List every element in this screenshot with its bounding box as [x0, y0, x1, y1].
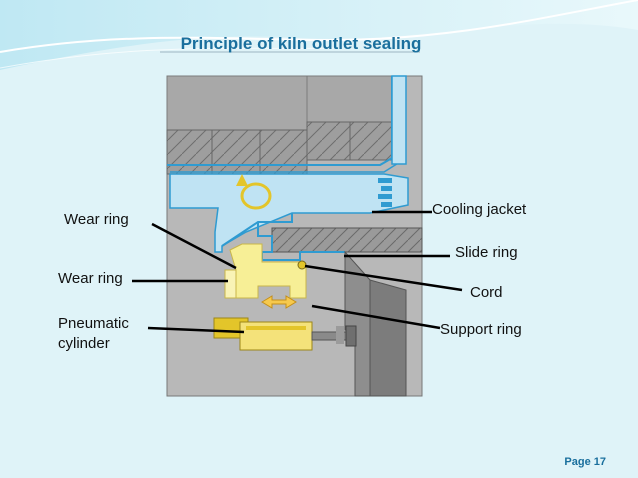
- label-slide-ring: Slide ring: [455, 244, 518, 261]
- kiln-shell-upper-right: [306, 75, 393, 123]
- label-pneumatic-cylinder: Pneumatic cylinder: [58, 314, 129, 354]
- movement-arrow: [261, 295, 297, 309]
- label-pneumatic-line2: cylinder: [58, 335, 110, 352]
- wear-ring: [229, 243, 307, 299]
- slide-ring-block: [271, 227, 423, 253]
- leader-lines: [132, 210, 463, 334]
- refractory-left: [166, 129, 308, 175]
- cord-dot: [297, 260, 307, 270]
- kiln-shell-upper: [166, 75, 308, 131]
- rotation-arrow: [236, 174, 272, 210]
- label-support-ring: Support ring: [440, 321, 522, 338]
- pneumatic-cylinder-graphic: [213, 317, 357, 351]
- page-title: Principle of kiln outlet sealing: [180, 34, 422, 53]
- label-cord: Cord: [470, 284, 503, 301]
- cooling-fins: [378, 178, 392, 207]
- label-wear-ring-bottom: Wear ring: [58, 270, 123, 287]
- label-cooling-jacket: Cooling jacket: [432, 201, 527, 218]
- label-wear-ring-top: Wear ring: [64, 211, 129, 228]
- label-pneumatic-line1: Pneumatic: [58, 315, 129, 332]
- page-number: Page 17: [564, 456, 606, 468]
